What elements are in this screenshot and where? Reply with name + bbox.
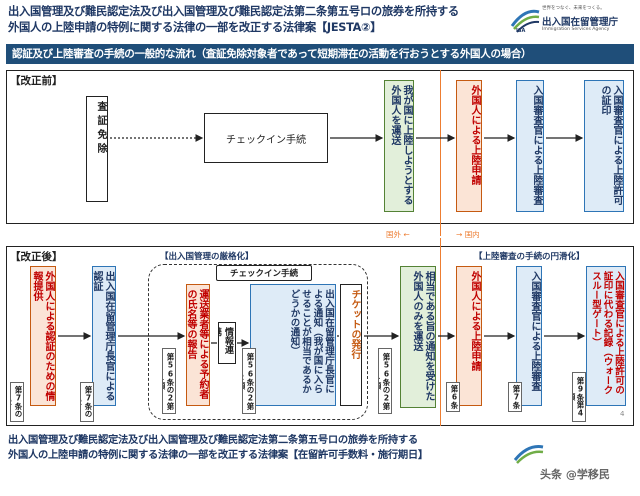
title-line-2: 外国人の上陸申請の特例に関する法律の一部を改正する法律案【JESTA②】 xyxy=(8,21,382,34)
page-number: 4 xyxy=(620,410,625,418)
footer-line-1: 出入国管理及び難民認定法及び出入国管理及び難民認定法第二条第五号ロの旅券を所持す… xyxy=(8,434,418,446)
info-link-box: 情報連携 xyxy=(218,322,236,364)
art-info-provide: 第7条の2 xyxy=(10,382,24,422)
footer-line-2: 外国人の上陸申請の特例に関する法律の一部を改正する法律案【在留許可手数料・施行期… xyxy=(8,449,428,461)
walkthrough-box: 入国審査官による上陸許可の証印に代わる記録（ウォークスルー型ゲート） xyxy=(586,266,626,406)
footer-logo-icon xyxy=(513,445,544,464)
agency-logo: ISA 世界をつなぐ、未来をつくる。 出入国在留管理庁 Immigration … xyxy=(508,2,636,38)
art-landing-exam: 第7条 xyxy=(508,382,522,412)
transport-ok-box: 相当である旨の通知を受けた外国人のみを運送 xyxy=(400,266,436,408)
after-label: 【改正後】 xyxy=(10,251,63,263)
zone-abroad: 国外 ← xyxy=(386,229,410,240)
zone-domestic: → 国内 xyxy=(456,229,480,240)
zone-domestic-label: 国内 xyxy=(464,230,480,239)
border-divider-top xyxy=(440,70,441,236)
zone-left-arrow: ← xyxy=(403,230,410,239)
art-walkthrough: 第9条第4項 xyxy=(572,372,586,422)
visa-exempt-box: 査証免除 xyxy=(86,96,108,202)
art-director-notice: 第56条の2第2項 xyxy=(242,348,256,414)
section-banner: 認証及び上陸審査の手続の一般的な流れ（査証免除対象者であって短期滞在の活動を行お… xyxy=(6,44,634,64)
after-landing-exam-box: 入国審査官による上陸審査 xyxy=(516,266,542,406)
art-landing-apply: 第6条 xyxy=(446,382,460,412)
checkin-group xyxy=(148,264,368,420)
director-cert-box: 出入国在留管理庁長官による認証 xyxy=(92,266,116,406)
logo-english: Immigration Services Agency xyxy=(542,27,610,32)
landing-permit-box: 入国審査官による上陸許可の証印 xyxy=(584,80,624,212)
logo-name: 出入国在留管理庁 xyxy=(542,17,619,28)
document-title: 出入国管理及び難民認定法及び出入国管理及び難民認定法第二条第五号ロの旅券を所持す… xyxy=(8,4,513,36)
art-transport-ok: 第56条の2第4項 xyxy=(378,348,392,414)
isa-logo-icon xyxy=(510,9,540,33)
title-line-1: 出入国管理及び難民認定法及び出入国管理及び難民認定法第二条第五号ロの旅券を所持す… xyxy=(8,5,459,18)
checkin-group-label: チェックイン手続 xyxy=(216,265,312,281)
art-director-cert: 第7条の2 xyxy=(80,382,94,422)
director-notice-box: 出入国在留管理庁長官による通知（我が国に入らせることが相当であるかどうかの通知） xyxy=(250,284,336,406)
art-carrier-report: 第56条の2第1項 xyxy=(162,348,176,414)
section-strict: 【出入国管理の厳格化】 xyxy=(160,252,254,262)
zone-abroad-label: 国外 xyxy=(386,230,401,239)
ticket-box: チケットの発行 xyxy=(340,284,362,406)
transport-box: 我が国に上陸しようとする外国人を運送 xyxy=(384,80,414,212)
logo-tagline: 世界をつなぐ、未来をつくる。 xyxy=(542,6,605,11)
border-divider-bottom xyxy=(440,238,441,426)
zone-right-arrow: → xyxy=(456,230,463,239)
info-provide-box: 外国人による認証のための情報提供 xyxy=(30,266,56,406)
footer-title: 出入国管理及び難民認定法及び出入国管理及び難民認定法第二条第五号ロの旅券を所持す… xyxy=(8,433,508,463)
after-landing-apply-box: 外国人による上陸申請 xyxy=(456,266,482,406)
section-smooth: 【上陸審査の手続の円滑化】 xyxy=(474,252,585,262)
landing-exam-box: 入国審査官による上陸審査 xyxy=(516,80,544,212)
carrier-report-box: 運送業者等による予約者の氏名等の報告 xyxy=(186,284,210,406)
watermark: 头条 @学移民 xyxy=(540,468,610,481)
logo-mark-text: ISA xyxy=(516,28,526,34)
landing-apply-box: 外国人による上陸申請 xyxy=(456,80,482,212)
checkin-box: チェックイン手続 xyxy=(204,113,328,163)
before-label: 【改正前】 xyxy=(10,75,63,87)
